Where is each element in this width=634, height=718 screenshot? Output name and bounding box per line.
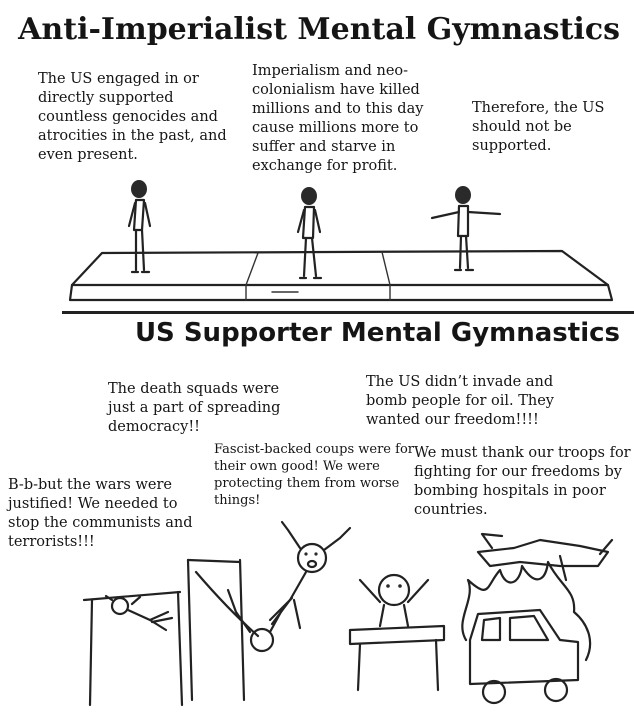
caption-imperialism: Imperialism and neo-colonialism have kil…: [252, 63, 424, 174]
gymnastics-mat: [68, 249, 614, 302]
screaming-jumper-figure: [268, 520, 352, 630]
pommel-horse-figure: [348, 573, 446, 692]
caption-death-squads: The death squads were just a part of spr…: [108, 381, 281, 435]
high-bar-figure: [82, 590, 184, 707]
top-panel-title: Anti-Imperialist Mental Gymnastics: [18, 12, 620, 47]
gymnast-arms-out-figure: [430, 186, 502, 272]
panel-divider: [62, 311, 634, 314]
caption-oil: The US didn’t invade and bomb people for…: [366, 374, 554, 428]
gymnast-standing-figure: [127, 180, 152, 274]
burning-car-figure: [461, 532, 614, 705]
caption-wars-justified: B-b-but the wars were justified! We need…: [8, 477, 193, 550]
caption-troops: We must thank our troops for fighting fo…: [414, 445, 631, 518]
pole-vault-figure: [186, 558, 284, 702]
bottom-panel-title: US Supporter Mental Gymnastics: [134, 318, 620, 348]
caption-genocides: The US engaged in or directly supported …: [38, 71, 227, 163]
caption-conclusion: Therefore, the US should not be supporte…: [472, 100, 605, 154]
gymnast-walking-figure: [296, 187, 323, 280]
caption-coups: Fascist-backed coups were for their own …: [214, 442, 414, 508]
